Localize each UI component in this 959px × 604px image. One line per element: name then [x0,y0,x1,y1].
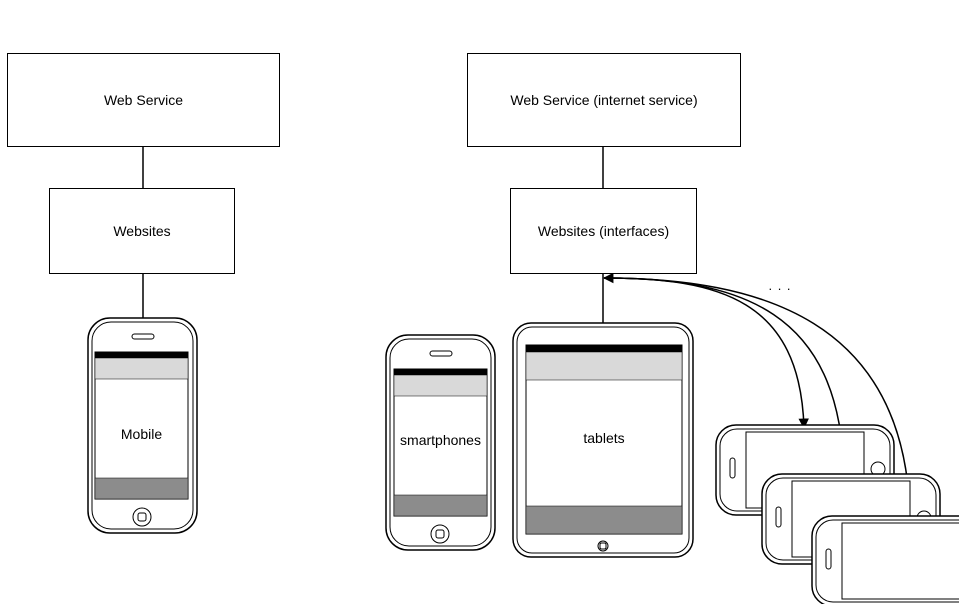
arrow-to-landscape-phone-3 [603,277,916,518]
mobile-label: Mobile [120,426,163,442]
left-websites-box: Websites [49,188,235,274]
landscape-phone-3 [811,515,959,604]
smartphones-label: smartphones [400,432,481,448]
smartphone-device [385,334,496,551]
right-web-service-box: Web Service (internet service) [467,53,741,147]
mobile-phone-device [87,317,198,534]
left-web-service-box: Web Service [7,53,280,147]
right-web-service-label: Web Service (internet service) [510,92,698,108]
tablets-label: tablets [583,430,625,446]
left-websites-label: Websites [113,223,171,239]
ellipsis-label: . . . [768,278,792,293]
left-web-service-label: Web Service [103,92,184,108]
right-websites-box: Websites (interfaces) [510,188,697,274]
tablet-device [512,322,694,558]
right-websites-label: Websites (interfaces) [537,223,670,239]
